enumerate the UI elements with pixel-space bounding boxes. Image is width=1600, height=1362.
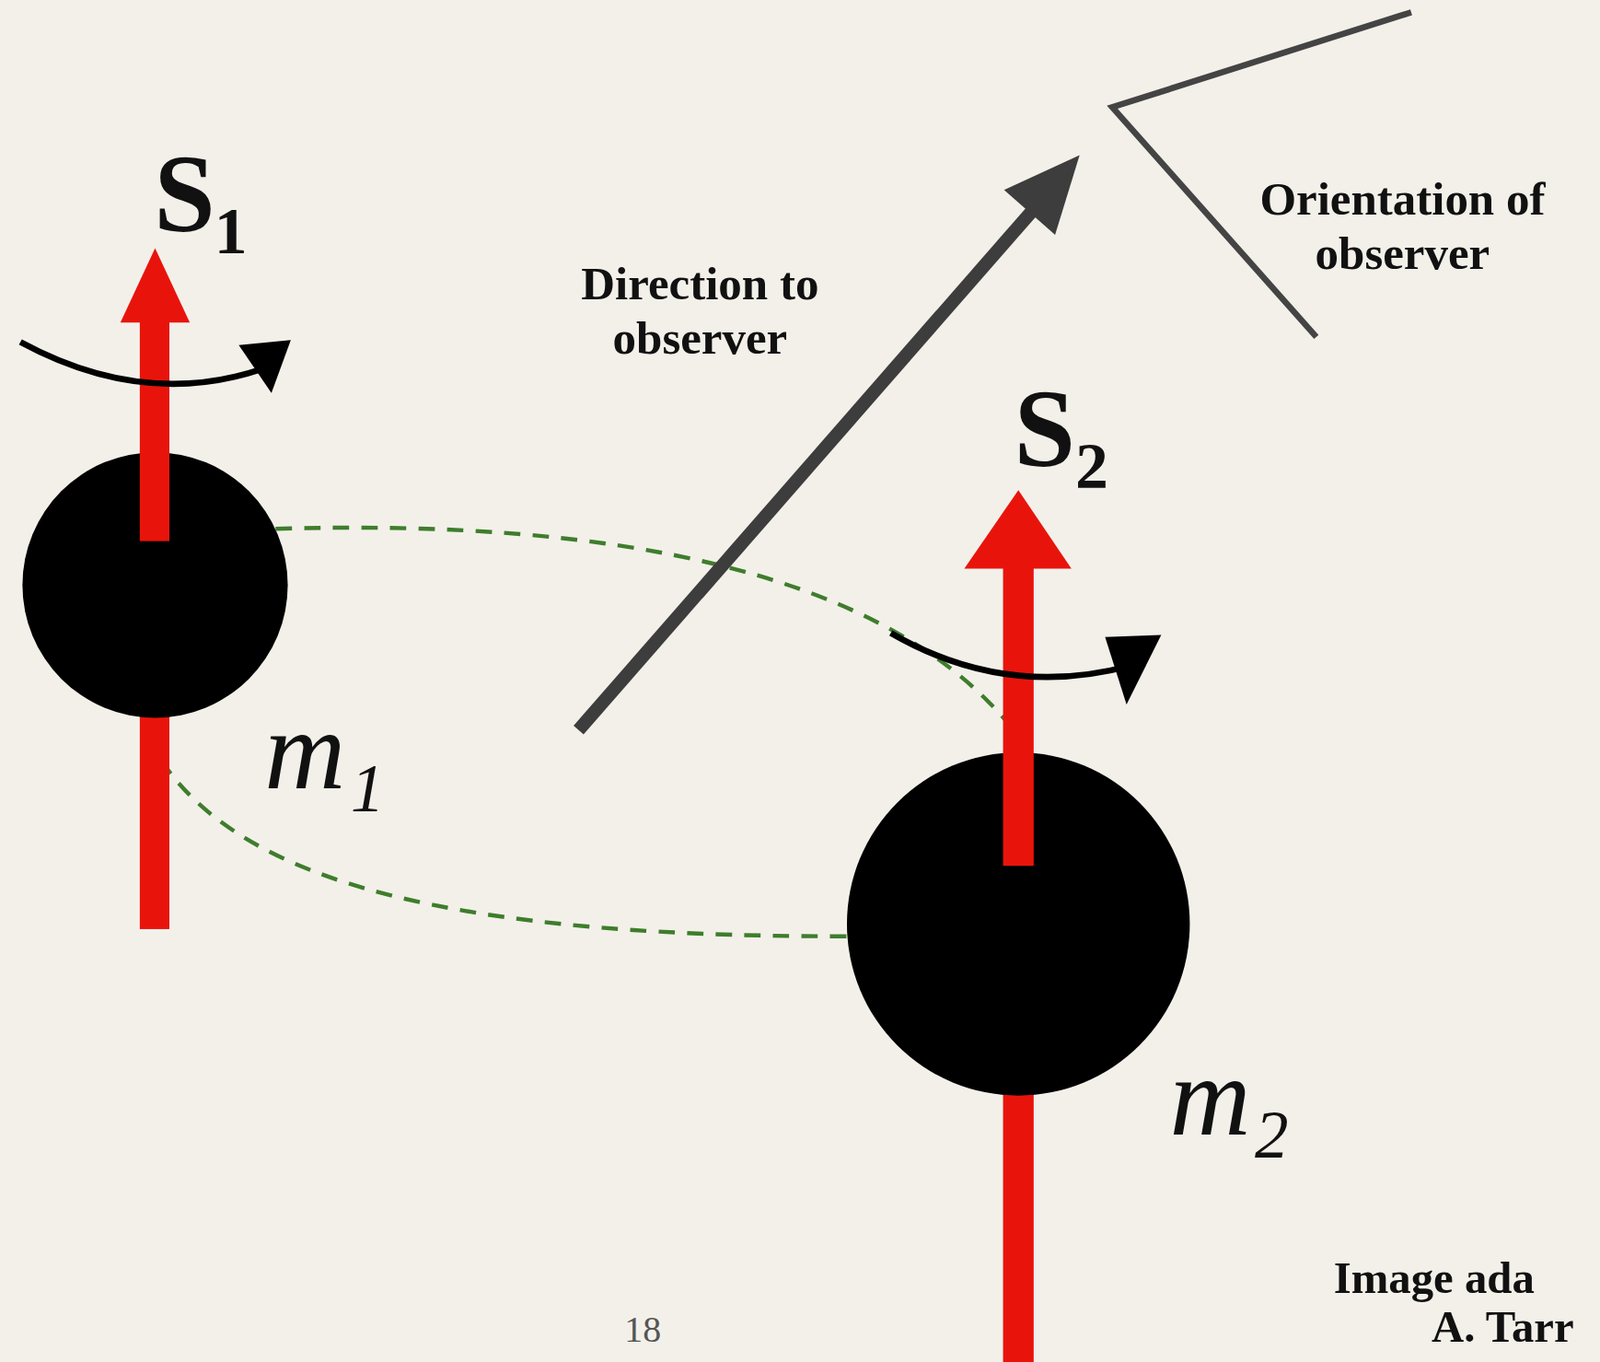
rotation-arrow <box>891 632 1131 677</box>
direction-arrowhead <box>1004 155 1080 235</box>
mass-label: m₁ <box>264 685 384 815</box>
orientation-label: Orientation of observer <box>1208 172 1597 280</box>
mass-label: m₂ <box>1169 1031 1289 1161</box>
rotation-arrow <box>20 341 260 383</box>
spin-arrow <box>1003 1081 1034 1362</box>
orbit-path <box>161 760 847 937</box>
spin-arrowhead <box>963 489 1071 569</box>
rotation-arrowhead <box>1104 635 1161 705</box>
page-number: 18 <box>624 1308 661 1351</box>
spin-label: S₂ <box>1014 365 1109 493</box>
direction-label: Direction to observer <box>516 256 884 365</box>
spin-arrow <box>139 714 170 929</box>
spin-label: S₁ <box>153 130 248 258</box>
spin-arrow <box>1003 563 1034 866</box>
orbit-path <box>275 527 1006 720</box>
spin-arrow <box>139 318 170 542</box>
rotation-arrowhead <box>238 339 291 394</box>
spin-arrowhead <box>120 247 190 323</box>
credit-note: A. Tarr <box>1431 1300 1574 1353</box>
credit-note: Image ada <box>1333 1252 1535 1304</box>
